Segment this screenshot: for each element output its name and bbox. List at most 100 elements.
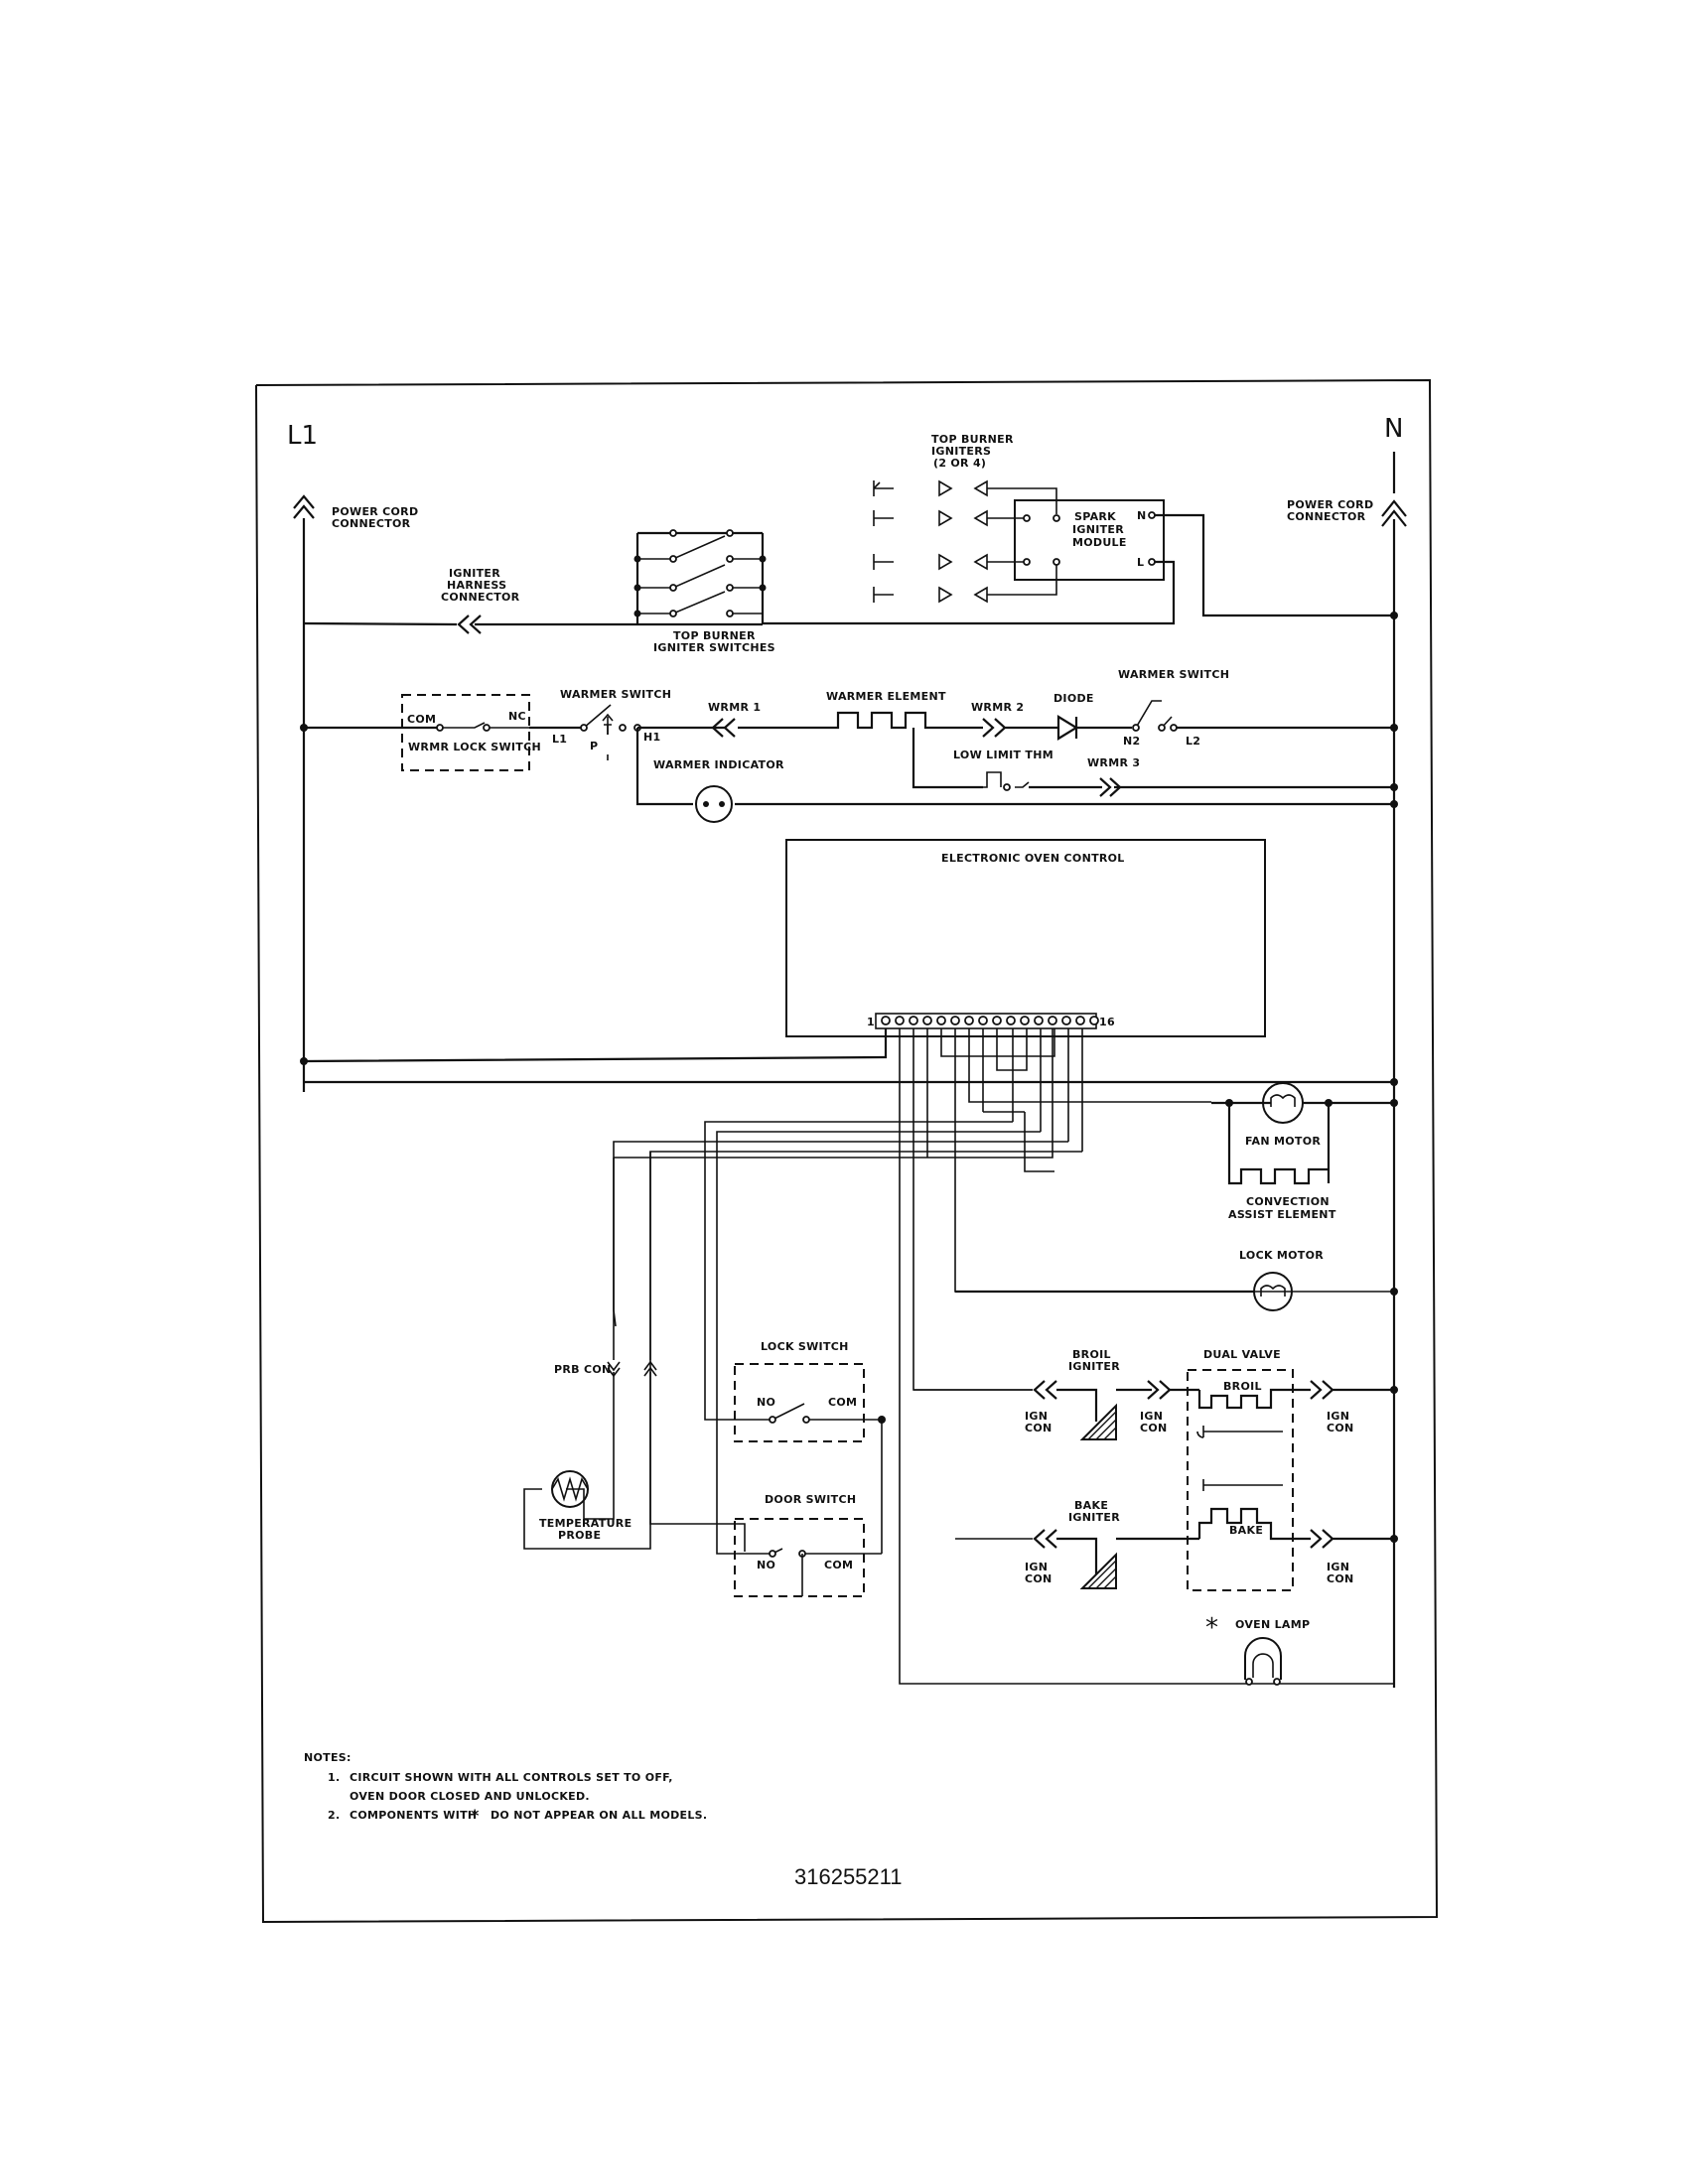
power-cord-right: POWER CORD CONNECTOR (1287, 498, 1373, 523)
control-pin (964, 1016, 974, 1025)
door-switch-com: COM (824, 1559, 853, 1571)
dual-valve-title: DUAL VALVE (1203, 1348, 1281, 1361)
broil-igniter-l2: IGNITER (1068, 1360, 1120, 1373)
igniter-harness-l1: IGNITER (449, 567, 500, 580)
line-l1: L1 (287, 421, 318, 1092)
note2-line-a: COMPONENTS WITH (350, 1809, 477, 1822)
note1-num: 1. (328, 1771, 340, 1784)
power-cord-left-l1: POWER CORD (332, 505, 418, 518)
top-burner-switches-l1: TOP BURNER (673, 629, 756, 642)
power-cord-right-l1: POWER CORD (1287, 498, 1373, 511)
low-limit-label: LOW LIMIT THM (953, 749, 1053, 761)
oven-lamp: * OVEN LAMP (1205, 1613, 1310, 1686)
lock-motor-label: LOCK MOTOR (1239, 1249, 1324, 1262)
warmer-switch2-label: WARMER SWITCH (1118, 668, 1229, 681)
pin-first: 1 (867, 1016, 875, 1028)
wrmr2-label: WRMR 2 (971, 701, 1024, 714)
oven-control-title: ELECTRONIC OVEN CONTROL (941, 852, 1125, 865)
control-pin (1089, 1016, 1099, 1025)
power-cord-right-l2: CONNECTOR (1287, 510, 1366, 523)
control-pin (881, 1016, 891, 1025)
temperature-probe: PRB CON TEMPERATURE PROBE (523, 1152, 657, 1550)
spark-module-l1: SPARK (1074, 510, 1116, 523)
dual-valve-broil: BROIL (1223, 1380, 1262, 1393)
n-label: N (1384, 414, 1403, 444)
control-pin (978, 1016, 988, 1025)
ign-con-5b: CON (1327, 1572, 1354, 1585)
pin-terminals (881, 1016, 1099, 1025)
bake-igniter-l1: BAKE (1074, 1499, 1108, 1512)
door-switch-no: NO (757, 1559, 775, 1571)
note2-num: 2. (328, 1809, 340, 1822)
convection-l2: ASSIST ELEMENT (1228, 1208, 1336, 1221)
power-cord-left-l2: CONNECTOR (332, 517, 411, 530)
oven-control: ELECTRONIC OVEN CONTROL 1 16 (785, 839, 1266, 1037)
note2-line-b: DO NOT APPEAR ON ALL MODELS. (491, 1809, 707, 1822)
pin-last: 16 (1099, 1016, 1115, 1028)
door-switch: DOOR SWITCH NO COM (734, 1493, 882, 1597)
oven-lamp-label: OVEN LAMP (1235, 1618, 1310, 1631)
lock-switch: LOCK SWITCH NO COM (721, 1340, 886, 1554)
top-burner-igniters-l1: TOP BURNER (931, 433, 1014, 446)
line-n: N (1381, 414, 1407, 1688)
broil-igniter-l1: BROIL (1072, 1348, 1111, 1361)
top-burner-igniters-l2: IGNITERS (931, 445, 991, 458)
dual-valve: DUAL VALVE BROIL BAKE IGN CON IGN CON (1187, 1348, 1398, 1591)
notes: NOTES: 1. CIRCUIT SHOWN WITH ALL CONTROL… (304, 1751, 707, 1825)
note1-line-b: OVEN DOOR CLOSED AND UNLOCKED. (350, 1790, 590, 1803)
ign-con-4b: CON (1327, 1422, 1354, 1434)
spark-igniter-module: TOP BURNER IGNITERS (2 OR 4) SPARK IGNIT… (763, 433, 1398, 625)
wrmr3-label: WRMR 3 (1087, 756, 1140, 769)
dual-valve-bake: BAKE (1229, 1524, 1263, 1537)
igniter-harness-l2: HARNESS (447, 579, 506, 592)
part-number: 316255211 (794, 1864, 903, 1889)
warmer-switch-title: WARMER SWITCH (560, 688, 671, 701)
lock-switch-com: COM (828, 1396, 857, 1409)
bake-igniter: BAKE IGNITER IGN CON (955, 1499, 1199, 1589)
control-pin (992, 1016, 1002, 1025)
oven-lamp-mark: * (1205, 1613, 1218, 1643)
control-pin (909, 1016, 918, 1025)
ign-con-1b: CON (1025, 1422, 1052, 1434)
note1-line-a: CIRCUIT SHOWN WITH ALL CONTROLS SET TO O… (350, 1771, 673, 1784)
lock-switch-no: NO (757, 1396, 775, 1409)
control-pin (950, 1016, 960, 1025)
ign-con-2b: CON (1140, 1422, 1168, 1434)
probe-l1: TEMPERATURE (539, 1517, 632, 1530)
ign-con-2a: IGN (1140, 1410, 1163, 1423)
top-burner-switches-l2: IGNITER SWITCHES (653, 641, 775, 654)
l2-label: L2 (1186, 735, 1200, 748)
warmer-element-label: WARMER ELEMENT (826, 690, 946, 703)
spark-terminal-l: L (1137, 556, 1144, 569)
probe-l2: PROBE (558, 1529, 601, 1542)
note2-mark: * (471, 1806, 480, 1825)
igniter-row: IGNITER HARNESS CONNECTOR TOP BURNER IGN… (303, 529, 775, 654)
control-pin (1020, 1016, 1030, 1025)
ign-con-4a: IGN (1327, 1410, 1349, 1423)
fan-motor-label: FAN MOTOR (1245, 1135, 1321, 1148)
control-pin (1034, 1016, 1044, 1025)
n2-label: N2 (1123, 735, 1140, 748)
door-switch-title: DOOR SWITCH (765, 1493, 856, 1506)
convection-l1: CONVECTION (1246, 1195, 1330, 1208)
control-pin (1006, 1016, 1016, 1025)
wrmr-lock-name: WRMR LOCK SWITCH (408, 741, 541, 753)
control-pin (895, 1016, 905, 1025)
wrmr1-label: WRMR 1 (708, 701, 761, 714)
warmer-switch-p: P (590, 740, 598, 752)
spark-module-l3: MODULE (1072, 536, 1127, 549)
power-cord-left: POWER CORD CONNECTOR (332, 505, 418, 530)
warmer-switch-h1: H1 (643, 731, 660, 744)
top-burner-switches: TOP BURNER IGNITER SWITCHES (633, 529, 775, 654)
lock-motor: LOCK MOTOR (955, 1249, 1398, 1311)
lock-switch-title: LOCK SWITCH (761, 1340, 849, 1353)
diode-label: DIODE (1053, 692, 1094, 705)
ign-con-5a: IGN (1327, 1561, 1349, 1573)
top-burner-igniters-l3: (2 OR 4) (933, 457, 986, 470)
ign-con-1a: IGN (1025, 1410, 1048, 1423)
control-pin (1061, 1016, 1071, 1025)
ign-con-3a: IGN (1025, 1561, 1048, 1573)
warmer-indicator-label: WARMER INDICATOR (653, 758, 784, 771)
fan-motor: FAN MOTOR CONVECTION ASSIST ELEMENT (1211, 1082, 1398, 1221)
